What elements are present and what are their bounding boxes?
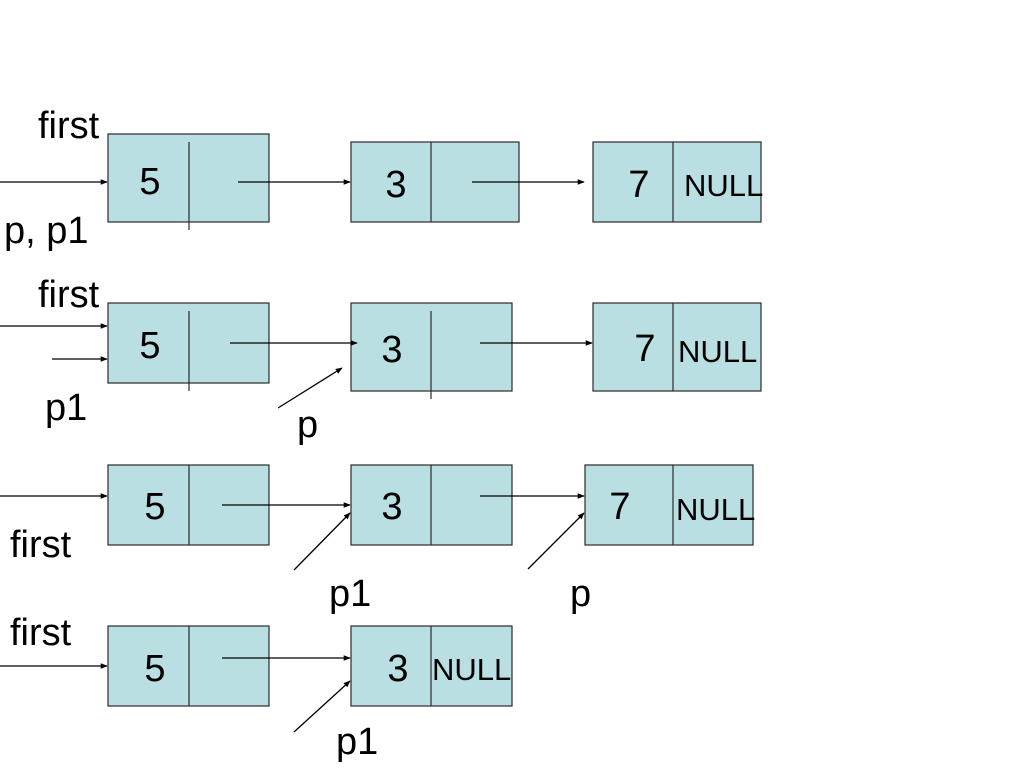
- row-4: 5 3 NULL first p1: [0, 612, 513, 763]
- row-2-p-arrow: [277, 367, 343, 409]
- row-1-node-3-null: NULL: [684, 168, 763, 203]
- row-2-node-3-value: 7: [634, 328, 655, 370]
- row-2-node-2-value: 3: [381, 329, 402, 371]
- row-2: 5 3 7 NULL first p1 p: [0, 274, 762, 446]
- row-1-label-first: first: [38, 105, 100, 147]
- row-4-node-2-null: NULL: [432, 652, 511, 687]
- row-3-node-2-value: 3: [381, 486, 402, 528]
- row-2-label-p: p: [297, 404, 318, 446]
- row-1-node-1-value: 5: [139, 161, 160, 203]
- row-4-node-1-value: 5: [144, 648, 165, 690]
- row-3-p1-arrow: [293, 512, 351, 571]
- row-4-label-p1: p1: [336, 721, 378, 763]
- row-4-p1-arrow: [293, 680, 351, 733]
- row-4-label-first: first: [10, 612, 72, 654]
- row-3-label-p: p: [570, 573, 591, 615]
- row-2-node-3: [592, 302, 762, 392]
- row-3-p-arrow: [527, 512, 585, 570]
- row-1-node-2-value: 3: [385, 164, 406, 206]
- row-3-node-3-value: 7: [609, 486, 630, 528]
- row-3: 5 3 7 NULL first p1 p: [0, 464, 755, 615]
- row-1-node-3-value: 7: [628, 164, 649, 206]
- row-3-node-3-null: NULL: [676, 492, 755, 527]
- row-1-label-p-p1: p, p1: [4, 210, 89, 252]
- row-2-node-1-value: 5: [139, 325, 160, 367]
- row-2-node-3-null: NULL: [678, 334, 757, 369]
- row-3-node-1-value: 5: [144, 486, 165, 528]
- row-1-node-3: [592, 141, 762, 223]
- row-4-node-2-value: 3: [387, 648, 408, 690]
- row-3-label-first: first: [10, 524, 72, 566]
- row-1: 5 3 7 NULL first p, p1: [0, 105, 763, 252]
- row-2-label-p1: p1: [45, 387, 87, 429]
- row-3-label-p1: p1: [329, 573, 371, 615]
- row-3-node-3: [584, 464, 754, 546]
- row-2-label-first: first: [38, 274, 100, 316]
